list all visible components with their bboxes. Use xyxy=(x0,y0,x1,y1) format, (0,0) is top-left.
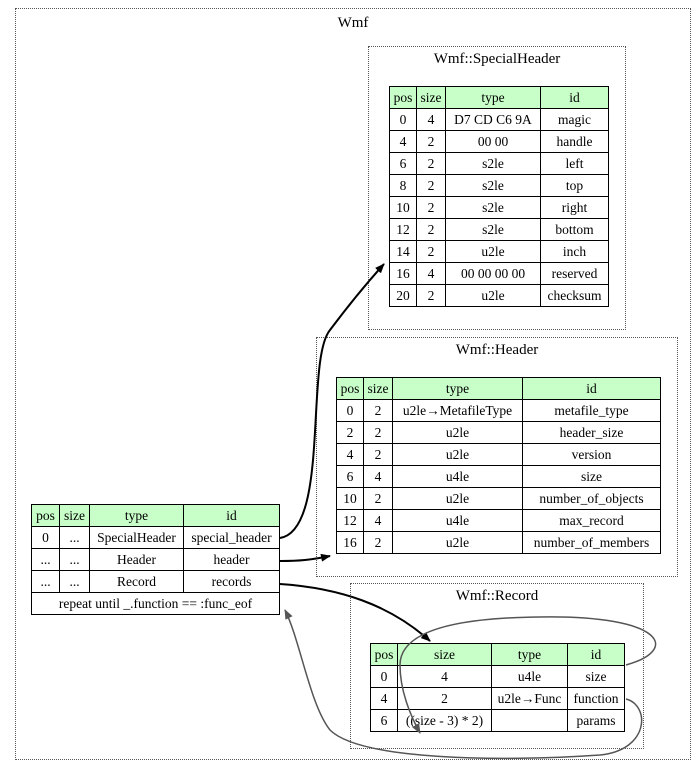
table-row: ... ... Header header xyxy=(31,548,280,571)
cell-type: D7 CD C6 9A xyxy=(445,108,541,131)
cell-type: u4le xyxy=(392,465,523,488)
cell-type: u2le xyxy=(392,531,523,554)
special-header-cluster: Wmf::SpecialHeader xyxy=(368,46,626,330)
cell-id: max_record xyxy=(522,509,661,532)
cell-id: reserved xyxy=(540,262,609,285)
table-row: ... ... Record records xyxy=(31,570,280,593)
header-cluster-title: Wmf::Header xyxy=(455,342,539,358)
cell-id: version xyxy=(522,443,661,466)
edge-header xyxy=(279,553,331,562)
table-row: 6((size - 3) * 2)params xyxy=(370,709,625,732)
header-cluster: Wmf::Header xyxy=(316,337,678,577)
cell-id: metafile_type xyxy=(522,399,661,422)
cell-id: function xyxy=(567,687,625,710)
cell-type: Record xyxy=(89,570,184,593)
cell-pos: 20 xyxy=(389,284,417,307)
special-header-title: Wmf::SpecialHeader xyxy=(433,51,561,67)
table-row: repeat until _.function == :func_eof xyxy=(31,592,280,615)
column-header: pos xyxy=(336,377,364,400)
edge-special-header xyxy=(279,263,385,539)
cell-size: ((size - 3) * 2) xyxy=(397,709,492,732)
cell-id: top xyxy=(540,174,609,197)
cell-id: params xyxy=(567,709,625,732)
repeat-note: repeat until _.function == :func_eof xyxy=(31,592,280,615)
table-row: 0 ... SpecialHeader special_header xyxy=(31,526,280,549)
cell-id: handle xyxy=(540,130,609,153)
cell-type: u4le xyxy=(392,509,523,532)
cell-id: number_of_members xyxy=(522,531,661,554)
cell-id: left xyxy=(540,152,609,175)
cell-type: u2le xyxy=(392,421,523,444)
wmf-seq-table: pos size type id 0 ... SpecialHeader spe… xyxy=(31,504,280,615)
wmf-cluster-title: Wmf xyxy=(337,15,369,31)
cell-id: number_of_objects xyxy=(522,487,661,510)
record-cluster: Wmf::Record xyxy=(350,583,644,749)
record-cluster-title: Wmf::Record xyxy=(455,588,539,604)
table-header-row: pos size type id xyxy=(389,86,609,109)
cell-pos: 16 xyxy=(336,531,364,554)
cell-type: SpecialHeader xyxy=(89,526,184,549)
column-header: id xyxy=(540,86,609,109)
column-header: id xyxy=(522,377,661,400)
wmf-cluster: Wmf xyxy=(15,8,691,760)
column-header: type xyxy=(445,86,541,109)
edge-size-ref xyxy=(399,616,657,734)
column-header: pos xyxy=(389,86,417,109)
cell-type: Header xyxy=(89,548,184,571)
cell-id: header_size xyxy=(522,421,661,444)
edge-repeat-loop xyxy=(284,609,643,760)
column-header: size xyxy=(397,643,492,666)
cell-id: inch xyxy=(540,240,609,263)
cell-pos: 12 xyxy=(389,218,417,241)
cell-id: special_header xyxy=(183,526,280,549)
edge-records xyxy=(279,583,431,642)
cell-id: right xyxy=(540,196,609,219)
cell-id: checksum xyxy=(540,284,609,307)
column-header: size xyxy=(59,504,90,527)
cell-id: header xyxy=(183,548,280,571)
cell-id: size xyxy=(522,465,661,488)
